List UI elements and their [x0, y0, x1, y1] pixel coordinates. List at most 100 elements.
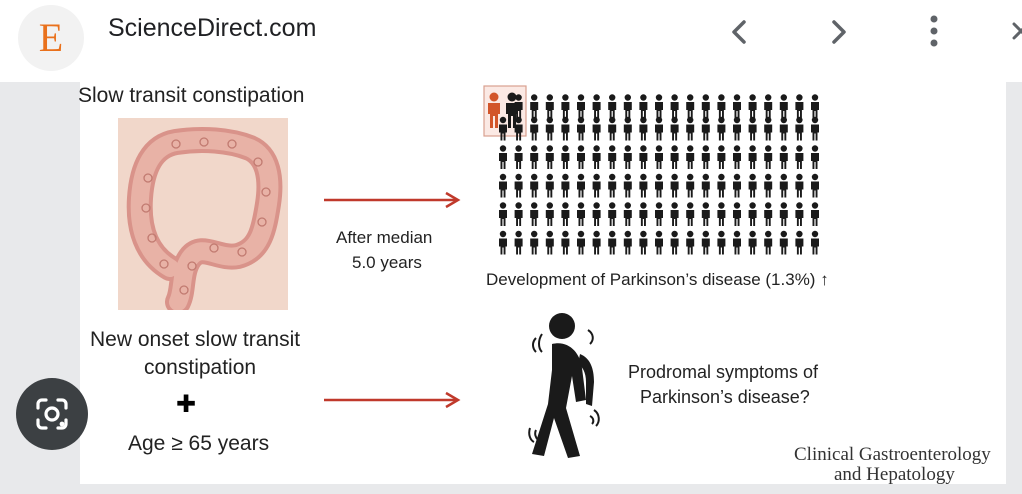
person-icon — [655, 173, 663, 198]
person-icon — [655, 202, 663, 226]
close-button[interactable] — [1002, 14, 1022, 50]
person-icon — [701, 230, 710, 255]
more-vert-icon — [930, 15, 938, 47]
person-icon — [623, 94, 632, 118]
person-icon — [655, 230, 663, 255]
person-icon — [639, 94, 648, 118]
person-icon — [701, 173, 710, 198]
person-icon — [733, 230, 741, 255]
person-icon — [717, 202, 726, 226]
label-development: Development of Parkinson’s disease (1.3%… — [486, 270, 829, 289]
person-icon — [733, 202, 741, 226]
person-icon — [717, 116, 726, 141]
person-icon — [717, 145, 726, 169]
person-icon — [701, 145, 710, 169]
person-icon — [623, 145, 632, 169]
person-icon — [733, 145, 741, 169]
person-icon — [795, 230, 804, 255]
person-icon — [686, 94, 695, 118]
person-icon — [577, 145, 585, 169]
person-icon — [530, 94, 539, 118]
person-icon — [701, 202, 710, 226]
person-icon — [701, 94, 710, 118]
label-new-onset: New onset slow transit — [90, 328, 301, 351]
person-icon — [608, 173, 617, 198]
person-icon — [670, 173, 679, 198]
people-grid — [483, 85, 819, 255]
person-icon — [795, 116, 804, 141]
site-logo[interactable]: E — [18, 5, 84, 71]
person-icon — [733, 173, 741, 198]
person-icon — [514, 116, 523, 141]
logo-letter: E — [38, 15, 64, 60]
person-icon — [639, 116, 648, 141]
person-icon — [701, 116, 710, 141]
back-button[interactable] — [720, 14, 760, 50]
figure-image[interactable]: Slow transit constipation After median 5… — [78, 82, 1006, 485]
google-lens-button[interactable] — [16, 378, 88, 450]
person-icon — [545, 230, 554, 255]
person-icon — [686, 202, 695, 226]
person-icon — [561, 94, 570, 118]
label-years: 5.0 years — [352, 253, 422, 272]
person-icon — [670, 116, 679, 141]
chevron-right-icon — [832, 20, 846, 44]
person-icon — [639, 145, 648, 169]
person-icon — [748, 173, 757, 198]
person-icon — [623, 116, 632, 141]
arrow-right-icon — [324, 191, 461, 209]
person-icon — [639, 230, 648, 255]
person-icon — [592, 202, 601, 226]
person-icon — [670, 202, 679, 226]
person-icon — [717, 230, 726, 255]
person-icon — [686, 230, 695, 255]
person-icon — [608, 202, 617, 226]
person-icon — [608, 116, 617, 141]
journal-name-line1: Clinical Gastroenterology — [794, 444, 991, 465]
label-slow-transit: Slow transit constipation — [78, 84, 305, 107]
person-icon — [748, 202, 757, 226]
person-icon — [748, 145, 757, 169]
person-icon — [655, 94, 663, 118]
person-icon — [514, 145, 523, 169]
site-title[interactable]: ScienceDirect.com — [108, 14, 317, 42]
person-icon — [499, 116, 507, 141]
person-icon — [733, 116, 741, 141]
person-icon — [530, 116, 539, 141]
person-icon — [733, 94, 741, 118]
person-icon — [530, 230, 539, 255]
person-icon — [795, 94, 804, 118]
person-icon — [608, 145, 617, 169]
person-icon — [499, 202, 507, 226]
person-icon — [608, 94, 617, 118]
person-icon — [764, 173, 773, 198]
person-icon — [545, 116, 554, 141]
person-icon — [779, 116, 788, 141]
person-icon — [764, 230, 773, 255]
person-icon — [764, 202, 773, 226]
person-icon — [748, 94, 757, 118]
more-options-button[interactable] — [914, 14, 954, 50]
close-icon — [1012, 22, 1022, 40]
person-icon — [717, 173, 726, 198]
person-icon — [655, 116, 663, 141]
person-icon — [811, 173, 819, 198]
person-icon — [811, 230, 819, 255]
label-prodromal: Prodromal symptoms of — [628, 362, 819, 382]
person-icon — [795, 202, 804, 226]
person-icon — [545, 94, 554, 118]
forward-button[interactable] — [818, 14, 858, 50]
person-icon — [748, 230, 757, 255]
person-icon — [748, 116, 757, 141]
person-icon — [686, 145, 695, 169]
person-icon — [623, 230, 632, 255]
person-icon — [577, 94, 585, 118]
person-icon — [561, 230, 570, 255]
person-icon — [530, 145, 539, 169]
google-lens-icon — [36, 398, 68, 430]
person-icon — [779, 173, 788, 198]
walking-person-icon — [528, 313, 600, 458]
person-icon — [670, 94, 679, 118]
browser-top-bar: E ScienceDirect.com — [0, 0, 1022, 82]
person-icon — [795, 173, 804, 198]
